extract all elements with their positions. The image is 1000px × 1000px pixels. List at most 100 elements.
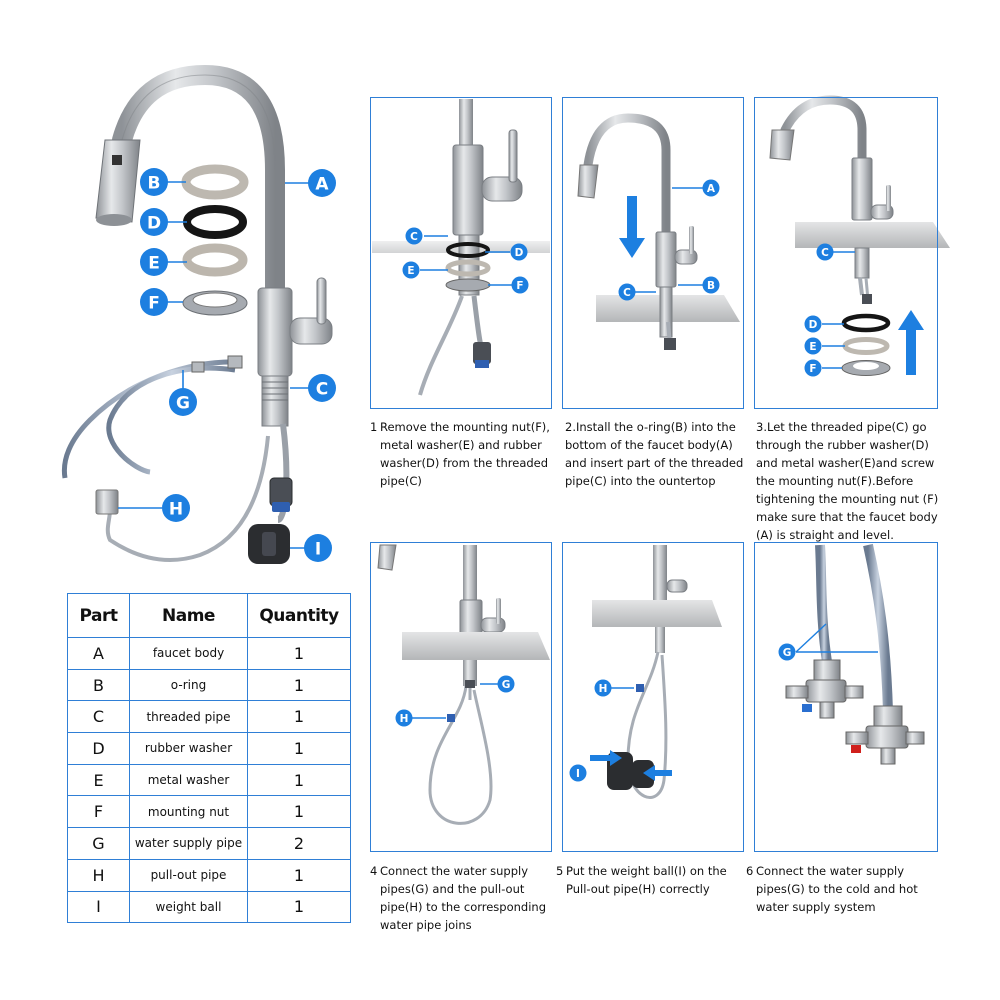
step1-label-c-text: C xyxy=(410,231,418,243)
label-e: E xyxy=(140,248,168,276)
step1-label-d: D xyxy=(510,243,528,261)
main-faucet xyxy=(61,64,333,564)
label-i: I xyxy=(304,534,332,562)
label-b-text: B xyxy=(148,174,161,194)
step-1-panel xyxy=(370,97,552,409)
step4-label-h-text: H xyxy=(400,713,409,725)
step-5-text: Put the weight ball(I) on the Pull-out p… xyxy=(566,864,727,896)
step2-label-a: A xyxy=(702,179,720,197)
header-quantity: Quantity xyxy=(247,593,351,638)
metal-washer-b-icon xyxy=(181,164,249,200)
part-cell: C xyxy=(67,700,130,734)
step5-label-h-text: H xyxy=(599,683,608,695)
step-3-number: 3. xyxy=(756,420,767,434)
part-cell: F xyxy=(67,795,130,829)
label-f-text: F xyxy=(148,294,160,314)
label-e-text: E xyxy=(148,254,160,274)
step5-label-i-text: I xyxy=(576,768,580,780)
step3-label-e-text: E xyxy=(809,341,816,353)
name-cell: mounting nut xyxy=(129,795,248,829)
label-i-text: I xyxy=(315,540,321,560)
quantity-cell: 1 xyxy=(247,637,351,670)
part-cell: A xyxy=(67,637,130,670)
step3-label-f-text: F xyxy=(809,363,816,375)
step-5-caption: 5 Put the weight ball(I) on the Pull-out… xyxy=(556,862,746,898)
step-2-text: Install the o-ring(B) into the bottom of… xyxy=(565,420,744,488)
quantity-cell: 1 xyxy=(247,732,351,765)
name-cell: o-ring xyxy=(129,668,248,702)
step2-label-c: C xyxy=(618,283,636,301)
rubber-washer-d-icon xyxy=(183,205,247,239)
quantity-cell: 1 xyxy=(247,763,351,797)
label-h: H xyxy=(162,494,190,522)
label-b: B xyxy=(140,168,168,196)
metal-washer-e-icon xyxy=(182,243,248,277)
step-4-number: 4 xyxy=(370,864,378,878)
step1-label-d-text: D xyxy=(515,247,524,259)
step4-label-h: H xyxy=(395,709,413,727)
part-cell: G xyxy=(67,827,130,860)
weight-ball-icon xyxy=(248,524,290,564)
quantity-cell: 1 xyxy=(247,700,351,734)
step3-label-c-text: C xyxy=(821,247,829,259)
step-2-panel xyxy=(562,97,744,409)
step-2-illustration xyxy=(577,113,740,350)
step3-label-d-text: D xyxy=(809,319,818,331)
step6-label-g-text: G xyxy=(783,647,792,659)
name-cell: faucet body xyxy=(129,637,248,670)
quantity-cell: 1 xyxy=(247,795,351,829)
label-a-text: A xyxy=(315,175,329,195)
step-4-panel xyxy=(370,542,552,852)
step1-label-e: E xyxy=(402,261,420,279)
label-c: C xyxy=(308,374,336,402)
label-c-text: C xyxy=(316,380,328,400)
step3-label-c: C xyxy=(816,243,834,261)
part-cell: D xyxy=(67,732,130,765)
step2-label-b: B xyxy=(702,276,720,294)
step-1-text: Remove the mounting nut(F), metal washer… xyxy=(380,420,550,488)
step2-label-a-text: A xyxy=(707,183,716,195)
quantity-cell: 1 xyxy=(247,668,351,702)
step6-label-g: G xyxy=(778,643,796,661)
part-cell: B xyxy=(67,668,130,702)
name-cell: pull-out pipe xyxy=(129,858,248,892)
header-part: Part xyxy=(67,593,130,638)
name-cell: weight ball xyxy=(129,890,248,924)
name-cell: metal washer xyxy=(129,763,248,797)
quantity-cell: 1 xyxy=(247,858,351,892)
quantity-cell: 1 xyxy=(247,890,351,924)
step3-label-e: E xyxy=(804,337,822,355)
label-g: G xyxy=(169,388,197,416)
step-1-illustration xyxy=(372,99,550,396)
step4-label-g-text: G xyxy=(502,679,511,691)
label-f: F xyxy=(140,288,168,316)
step-3-caption: 3.Let the threaded pipe(C) go through th… xyxy=(756,418,946,544)
name-cell: rubber washer xyxy=(129,732,248,765)
step-5-panel xyxy=(562,542,744,852)
step-3-illustration xyxy=(769,95,950,376)
step-4-text: Connect the water supply pipes(G) and th… xyxy=(380,864,547,932)
label-d: D xyxy=(140,208,168,236)
label-d-text: D xyxy=(147,214,161,234)
step-6-number: 6 xyxy=(746,864,754,878)
step3-label-d: D xyxy=(804,315,822,333)
step5-label-i: I xyxy=(569,764,587,782)
step-1-number: 1 xyxy=(370,420,378,434)
step-2-caption: 2.Install the o-ring(B) into the bottom … xyxy=(565,418,753,490)
step-3-panel xyxy=(754,97,938,409)
parts-table-header: Part Name Quantity xyxy=(67,593,351,638)
step1-label-c: C xyxy=(405,227,423,245)
step-4-illustration xyxy=(377,544,550,825)
name-cell: water supply pipe xyxy=(129,827,248,860)
step-6-caption: 6 Connect the water supply pipes(G) to t… xyxy=(746,862,936,916)
step-1-caption: 1 Remove the mounting nut(F), metal wash… xyxy=(370,418,556,490)
